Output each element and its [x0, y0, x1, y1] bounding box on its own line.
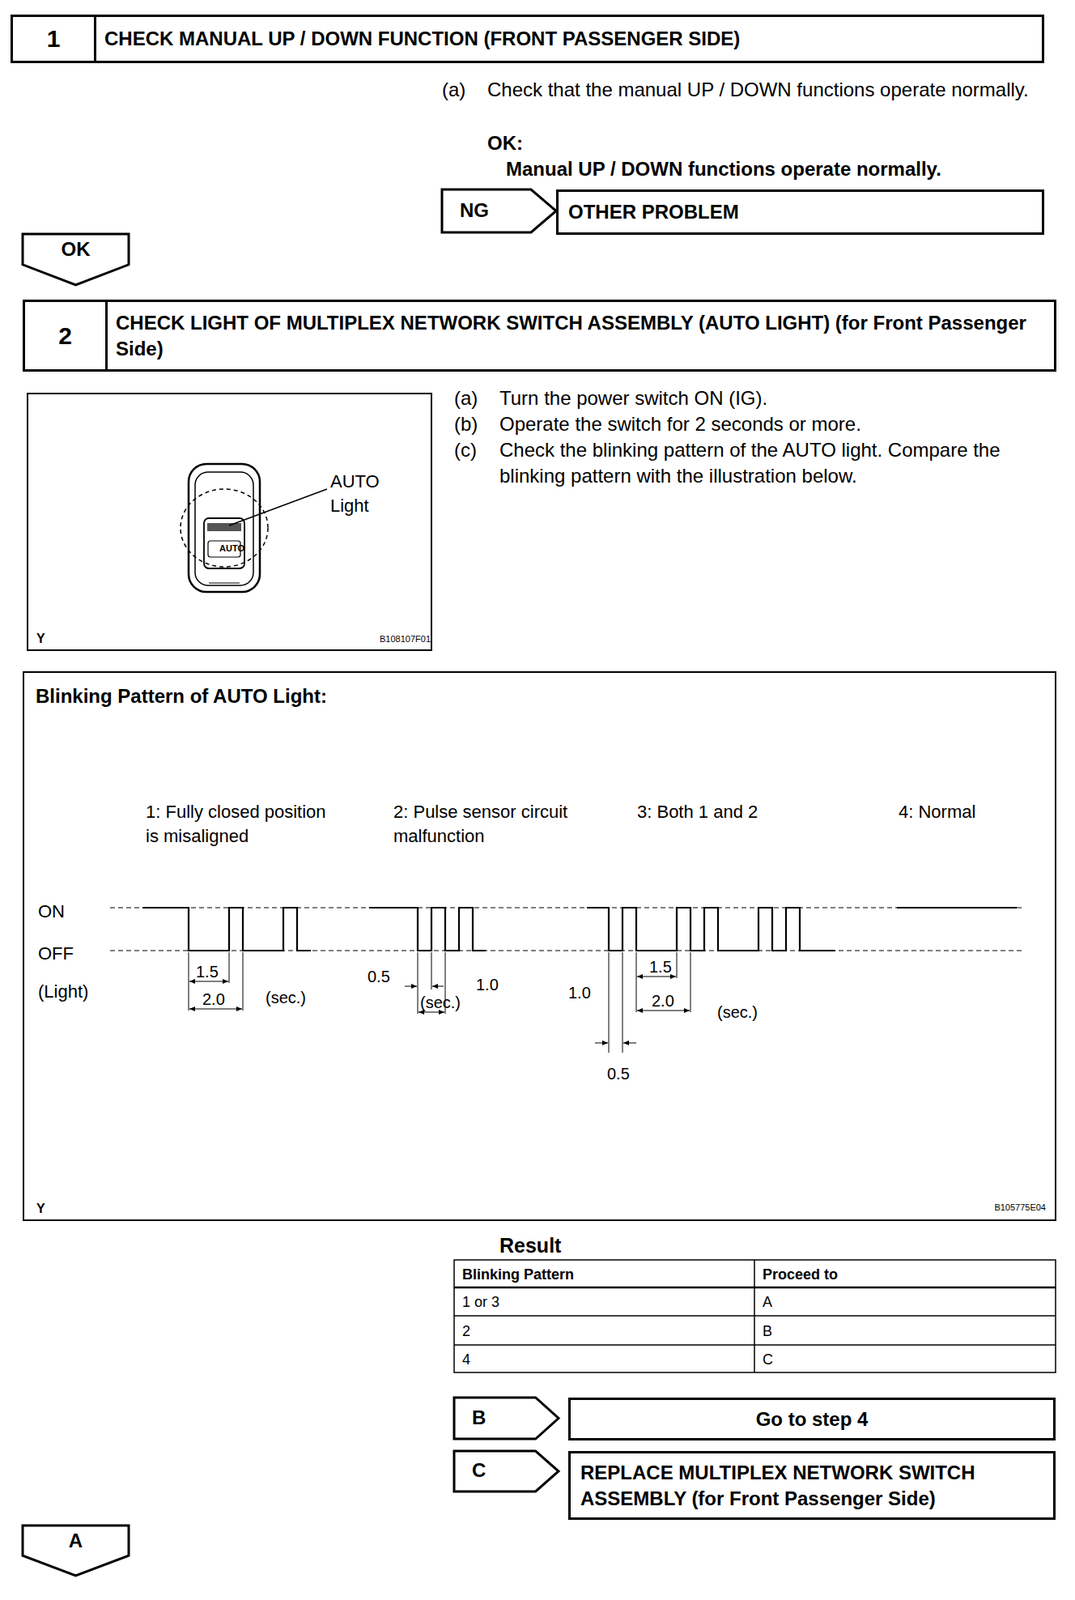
table-cell: C	[762, 1349, 1046, 1369]
step-letter: (c)	[454, 437, 495, 464]
branch-label: C	[471, 1458, 486, 1482]
arrow-outline	[454, 1450, 559, 1492]
step-header-box: 1 CHECK MANUAL UP / DOWN FUNCTION (FRONT …	[10, 14, 1045, 64]
unit-label: 1.0	[475, 973, 541, 996]
dimension-value: 2.0	[651, 989, 685, 1012]
result-box: REPLACE MULTIPLEX NETWORK SWITCH ASSEMBL…	[568, 1450, 1056, 1520]
arrow-outline	[454, 1397, 559, 1439]
figure-code: B108107F01	[349, 633, 431, 646]
switch-illustration	[180, 463, 328, 592]
ok-criterion: Manual UP / DOWN functions operate norma…	[505, 155, 1049, 183]
figure-frame: AUTO AUTO LightY B108107F01	[26, 392, 433, 651]
result-text: Go to step 4	[756, 1406, 869, 1432]
flow-arrow: A	[22, 1525, 129, 1576]
arrow-shape	[22, 233, 129, 285]
step-letter: (a)	[454, 385, 495, 412]
panel-heading: Blinking Pattern of AUTO Light:	[35, 682, 522, 710]
flow-arrow: NG	[441, 189, 557, 233]
flow-arrow: B	[454, 1397, 559, 1439]
step-title: CHECK LIGHT OF MULTIPLEX NETWORK SWITCH …	[115, 310, 1046, 362]
table-title: Result	[499, 1232, 662, 1258]
table-cell: 2	[462, 1321, 746, 1341]
step-letter: (b)	[454, 411, 495, 438]
branch-label: NG	[459, 199, 489, 222]
step-header-box: 2 CHECK LIGHT OF MULTIPLEX NETWORK SWITCH…	[22, 299, 1057, 372]
dimension-value: 2.0	[202, 987, 235, 1011]
branch-label: OK	[22, 237, 129, 261]
instruction-text: Turn the power switch ON (IG).	[499, 385, 1050, 412]
result-box: OTHER PROBLEM	[556, 189, 1045, 235]
result-box: Go to step 4	[568, 1397, 1056, 1441]
figure-mark: Y	[36, 629, 61, 648]
step-number: 1	[46, 25, 61, 53]
switch-legend: AUTO	[219, 543, 239, 553]
step-number-cell: 1	[12, 16, 97, 61]
ok-heading: OK:	[487, 129, 569, 157]
step-title-cell: CHECK MANUAL UP / DOWN FUNCTION (FRONT P…	[96, 16, 1042, 61]
axis-label: (Light)	[38, 979, 111, 1004]
dimension-value: 1.0	[568, 981, 601, 1004]
dimension-arrows	[189, 973, 690, 1046]
dimension-value: (sec.)	[420, 990, 453, 1014]
flow-arrow: OK	[22, 233, 129, 285]
result-text: REPLACE MULTIPLEX NETWORK SWITCH ASSEMBL…	[580, 1459, 1044, 1512]
table-cell: 4	[462, 1349, 746, 1369]
pattern-caption: 3: Both 1 and 2	[637, 799, 832, 825]
dimension-value: 0.5	[607, 1062, 640, 1085]
unit-label: (sec.)	[265, 985, 331, 1009]
table-cell: B	[762, 1321, 1046, 1341]
arrow-shape	[454, 1450, 559, 1492]
instruction-text: Check the blinking pattern of the AUTO l…	[499, 437, 1050, 489]
dimension-value: 0.5	[367, 964, 400, 988]
dimension-value: 1.5	[195, 960, 229, 983]
pattern-caption: 2: Pulse sensor circuit malfunction	[393, 799, 588, 849]
arrow-shape	[454, 1397, 559, 1439]
result-table-grid	[454, 1259, 1056, 1373]
level-label: ON	[38, 899, 87, 924]
branch-label: B	[471, 1406, 486, 1429]
table-header: Blinking Pattern	[462, 1264, 746, 1284]
dimension-lines	[188, 951, 691, 1053]
signal-levels	[110, 907, 1022, 951]
arrow-shape	[22, 1525, 129, 1576]
result-text: OTHER PROBLEM	[568, 199, 740, 226]
dimension-value: 1.5	[649, 955, 682, 978]
step-title-cell: CHECK LIGHT OF MULTIPLEX NETWORK SWITCH …	[107, 301, 1054, 370]
figure-frame: Blinking Pattern of AUTO Light: 1: Fully …	[22, 671, 1057, 1221]
instruction-text: Check that the manual UP / DOWN function…	[487, 76, 1038, 103]
branch-label: A	[22, 1529, 129, 1552]
arrow-outline	[441, 189, 557, 233]
flow-arrow: C	[454, 1450, 559, 1492]
step-letter: (a)	[441, 76, 483, 103]
unit-label: (sec.)	[717, 1000, 782, 1024]
table-header: Proceed to	[762, 1264, 1046, 1284]
table-cell: A	[762, 1291, 1046, 1312]
blink-waveforms	[142, 907, 1017, 951]
figure-mark: Y	[36, 1199, 61, 1218]
instruction-text: Operate the switch for 2 seconds or more…	[499, 411, 1050, 438]
pattern-caption: 4: Normal	[898, 799, 1029, 825]
figure-code: B105775E04	[956, 1201, 1046, 1214]
step-number: 2	[58, 322, 73, 350]
arrow-shape	[441, 189, 557, 233]
table-cell: 1 or 3	[462, 1291, 746, 1312]
step-number-cell: 2	[25, 301, 108, 370]
step-title: CHECK MANUAL UP / DOWN FUNCTION (FRONT P…	[104, 25, 740, 52]
part-label: AUTO Light	[330, 469, 396, 519]
pattern-caption: 1: Fully closed position is misaligned	[145, 799, 340, 849]
level-label: OFF	[38, 941, 87, 966]
